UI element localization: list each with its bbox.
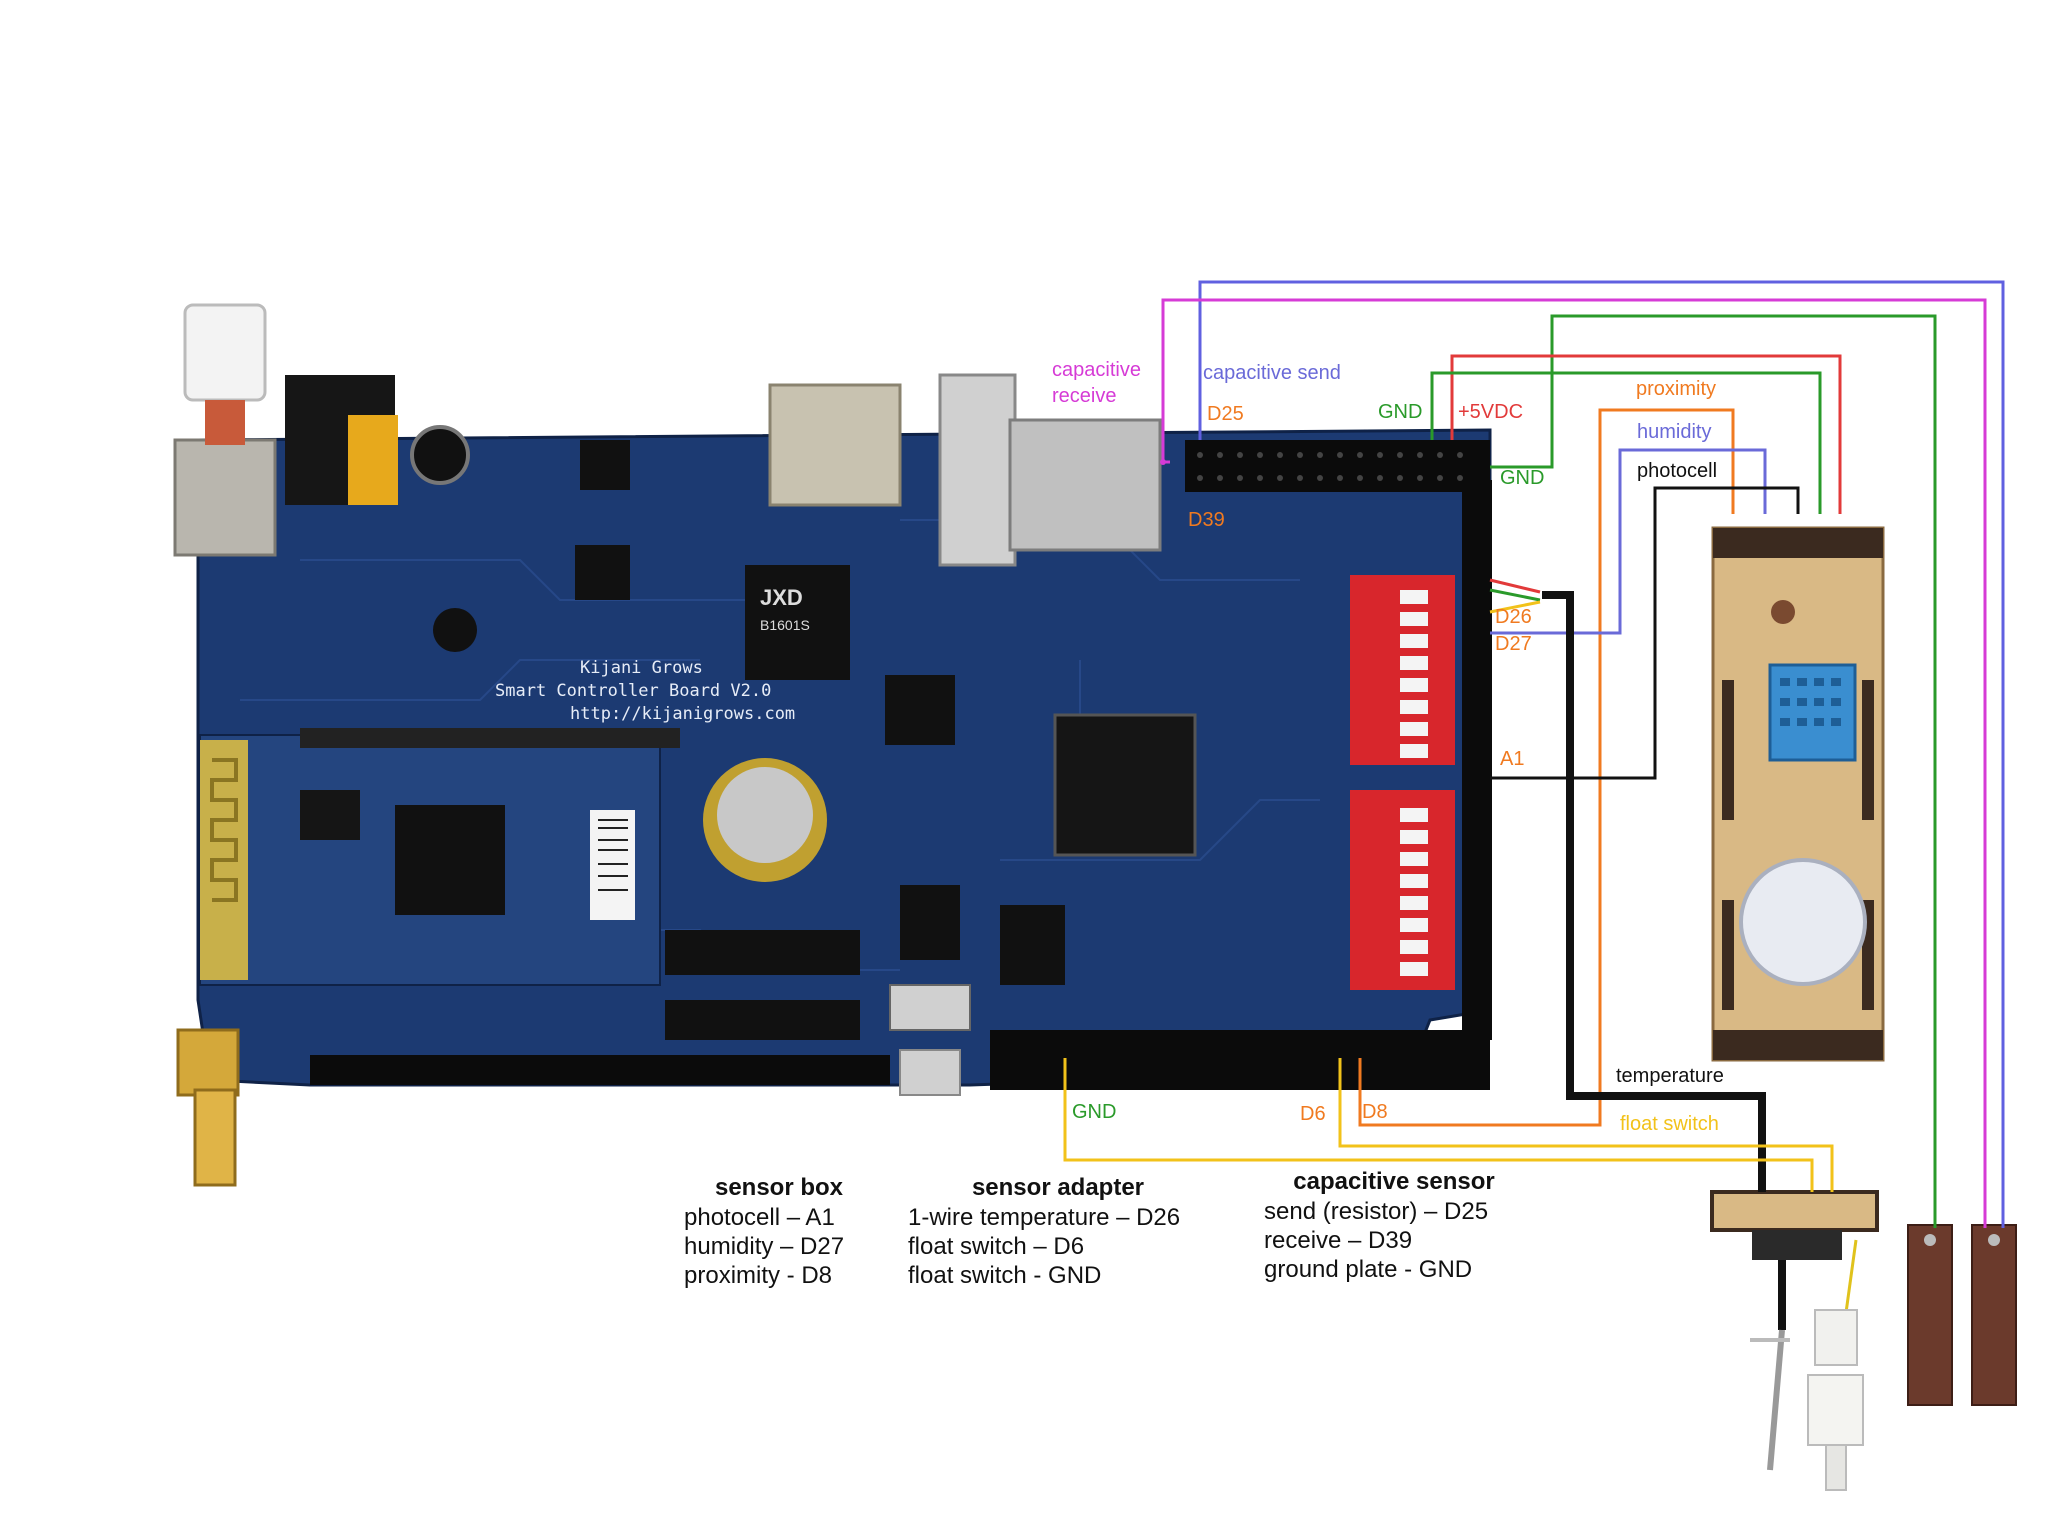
label-temperature: temperature (1616, 1065, 1724, 1087)
board-url: http://kijanigrows.com (570, 704, 796, 724)
board-maker: Kijani Grows (580, 658, 703, 678)
ethernet-chip (745, 565, 850, 680)
pin-label-d6: D6 (1300, 1103, 1326, 1125)
label-capacitive-receive-line1: capacitive (1052, 359, 1141, 381)
label-photocell: photocell (1637, 460, 1718, 482)
legend-title: sensor adapter (971, 1174, 1145, 1201)
ethernet-jack (768, 383, 902, 507)
inductor (433, 608, 477, 652)
legend-title: capacitive sensor (1293, 1168, 1495, 1195)
wire-float-switch (1338, 1058, 1834, 1192)
temperature-probe (1767, 1329, 1785, 1471)
float-switch (1814, 1309, 1858, 1366)
slide-switch (889, 984, 971, 1031)
pin-label-d25: D25 (1207, 403, 1244, 425)
chip-code: B1601S (760, 617, 810, 633)
digital-header-right (1462, 480, 1492, 1040)
bottom-header (310, 1055, 890, 1085)
capacitive-plates (1907, 1224, 2017, 1406)
ic-chip (580, 440, 630, 490)
legend-line: ground plate - GND (1264, 1256, 1473, 1283)
coin-battery (717, 767, 813, 863)
legend-sensor-adapter: sensor adapter 1-wire temperature – D26 … (908, 1173, 1208, 1290)
wires (1063, 280, 2005, 1228)
ic-row (665, 1000, 860, 1040)
sma-barrel (193, 1088, 237, 1187)
side-switch (173, 438, 277, 557)
wire-gnd-board (1489, 588, 1541, 602)
pin-label-gnd-right: GND (1500, 467, 1545, 489)
board-name: Smart Controller Board V2.0 (495, 681, 772, 701)
legend-line: humidity – D27 (684, 1233, 845, 1260)
label-capacitive-receive-line2: receive (1052, 385, 1117, 407)
pin-label-d27: D27 (1495, 633, 1532, 655)
pin-row-top (300, 728, 680, 748)
photocell-sensor (1771, 600, 1795, 624)
pir-proximity-sensor (1739, 858, 1867, 986)
wire-temperature (1542, 591, 1766, 1192)
sd-card-slot (1008, 418, 1162, 552)
legend-line: float switch - GND (908, 1262, 1102, 1289)
legend-line: proximity - D8 (684, 1262, 833, 1289)
sensor-adapter (1710, 1190, 1879, 1491)
ic-chip (900, 885, 960, 960)
usb-port (938, 373, 1017, 567)
legend-line: photocell – A1 (684, 1204, 835, 1231)
label-humidity: humidity (1637, 421, 1712, 443)
sensor-box (1711, 526, 1885, 1062)
digital-header-top (1185, 440, 1490, 492)
wire-humidity (1490, 448, 1767, 635)
pin-label-gnd-bottom: GND (1072, 1101, 1117, 1123)
chip-label: JXD (760, 585, 803, 610)
label-float-switch: float switch (1620, 1113, 1719, 1135)
micro-usb-port (899, 1049, 961, 1096)
wire-5vdc-board (1489, 578, 1541, 594)
legend-capacitive-sensor: capacitive sensor send (resistor) – D25 … (1264, 1167, 1524, 1284)
wire-gnd-sensor-box (1430, 371, 1822, 514)
pin-label-gnd-top: GND (1378, 401, 1423, 423)
wire-photocell (1490, 486, 1800, 780)
power-jack-tab (348, 415, 398, 505)
ic-chip (1000, 905, 1065, 985)
microcontroller-chip (1053, 713, 1197, 857)
wire-ground-plate (1490, 314, 1937, 1228)
wire-d26 (1489, 600, 1541, 614)
legend-title: sensor box (714, 1174, 844, 1201)
ic-chip (575, 545, 630, 600)
ground-plate (1907, 1224, 1953, 1406)
pin-label-a1: A1 (1500, 748, 1525, 770)
wire-proximity (1358, 408, 1735, 1127)
wifi-chip (395, 805, 505, 915)
switch-spring (205, 400, 245, 445)
legend-sensor-box: sensor box photocell – A1 humidity – D27… (684, 1173, 874, 1290)
wire-capacitive-send (1198, 280, 2005, 1228)
pin-marker-d39 (1160, 459, 1166, 465)
pin-label-d39: D39 (1188, 509, 1225, 531)
controller-board: JXD B1601S (173, 303, 1492, 1187)
push-button-cap (183, 303, 267, 402)
sma-connector (176, 1028, 240, 1097)
ic-row (665, 930, 860, 975)
ic-chip (885, 675, 955, 745)
wire-float-switch-gnd (1063, 1058, 1814, 1192)
legend-line: receive – D39 (1264, 1227, 1413, 1254)
send-plate (1971, 1224, 2017, 1406)
pin-label-5vdc: +5VDC (1458, 401, 1524, 423)
pin-label-d8: D8 (1362, 1101, 1388, 1123)
legend-line: 1-wire temperature – D26 (908, 1204, 1181, 1231)
wire-5vdc (1450, 354, 1842, 514)
label-capacitive-send: capacitive send (1203, 362, 1341, 384)
digital-header-bottom (990, 1030, 1490, 1090)
dip-switch-2 (1350, 790, 1455, 990)
legend-line: send (resistor) – D25 (1264, 1198, 1489, 1225)
legend-line: float switch – D6 (908, 1233, 1085, 1260)
label-proximity: proximity (1636, 378, 1717, 400)
pin-label-d26: D26 (1495, 606, 1532, 628)
capacitor (410, 425, 470, 485)
